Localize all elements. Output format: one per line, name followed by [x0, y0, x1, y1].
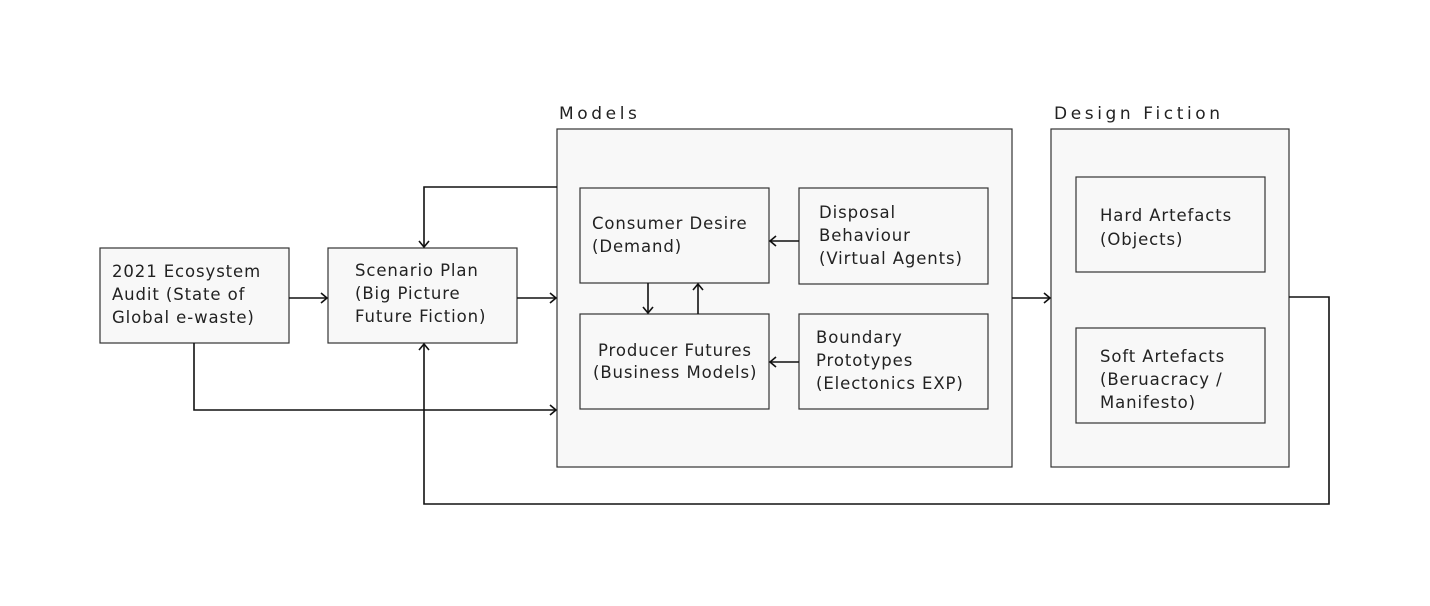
- arrow-audit-to-models: [193, 343, 558, 416]
- models-group: [556, 128, 1013, 468]
- hard-artefacts-node: Hard Artefacts (Objects): [1075, 176, 1266, 273]
- audit-node: 2021 Ecosystem Audit (State of Global e-…: [99, 247, 290, 344]
- arrow-design-fiction-to-scenario: [418, 296, 1330, 505]
- arrow-disposal-to-consumer: [768, 235, 799, 247]
- audit-label: 2021 Ecosystem Audit (State of Global e-…: [112, 262, 267, 327]
- producer-label: Producer Futures (Business Models): [593, 341, 758, 382]
- soft-artefacts-label: Soft Artefacts (Beruacracy / Manifesto): [1100, 347, 1231, 412]
- boundary-label: Boundary Prototypes (Electonics EXP): [816, 328, 964, 393]
- arrow-models-to-design-fiction: [1012, 292, 1052, 304]
- design-fiction-title: Design Fiction: [1054, 104, 1224, 124]
- arrow-boundary-to-producer: [768, 356, 799, 368]
- hard-artefacts-label: Hard Artefacts (Objects): [1100, 206, 1238, 249]
- arrow-scenario-to-models: [517, 292, 558, 304]
- soft-artefacts-node: Soft Artefacts (Beruacracy / Manifesto): [1075, 327, 1266, 424]
- consumer-node: Consumer Desire (Demand): [579, 187, 770, 284]
- disposal-label: Disposal Behaviour (Virtual Agents): [819, 203, 963, 268]
- consumer-label: Consumer Desire (Demand): [592, 214, 754, 256]
- models-title: Models: [559, 104, 641, 124]
- boundary-node: Boundary Prototypes (Electonics EXP): [798, 313, 989, 410]
- arrow-consumer-to-producer: [642, 283, 654, 315]
- scenario-label: Scenario Plan (Big Picture Future Fictio…: [355, 261, 486, 326]
- scenario-node: Scenario Plan (Big Picture Future Fictio…: [327, 247, 518, 344]
- producer-node: Producer Futures (Business Models): [579, 313, 770, 410]
- disposal-node: Disposal Behaviour (Virtual Agents): [798, 187, 989, 285]
- arrow-models-to-scenario: [418, 186, 557, 249]
- arrow-audit-to-scenario: [289, 292, 329, 304]
- arrow-producer-to-consumer: [692, 282, 704, 314]
